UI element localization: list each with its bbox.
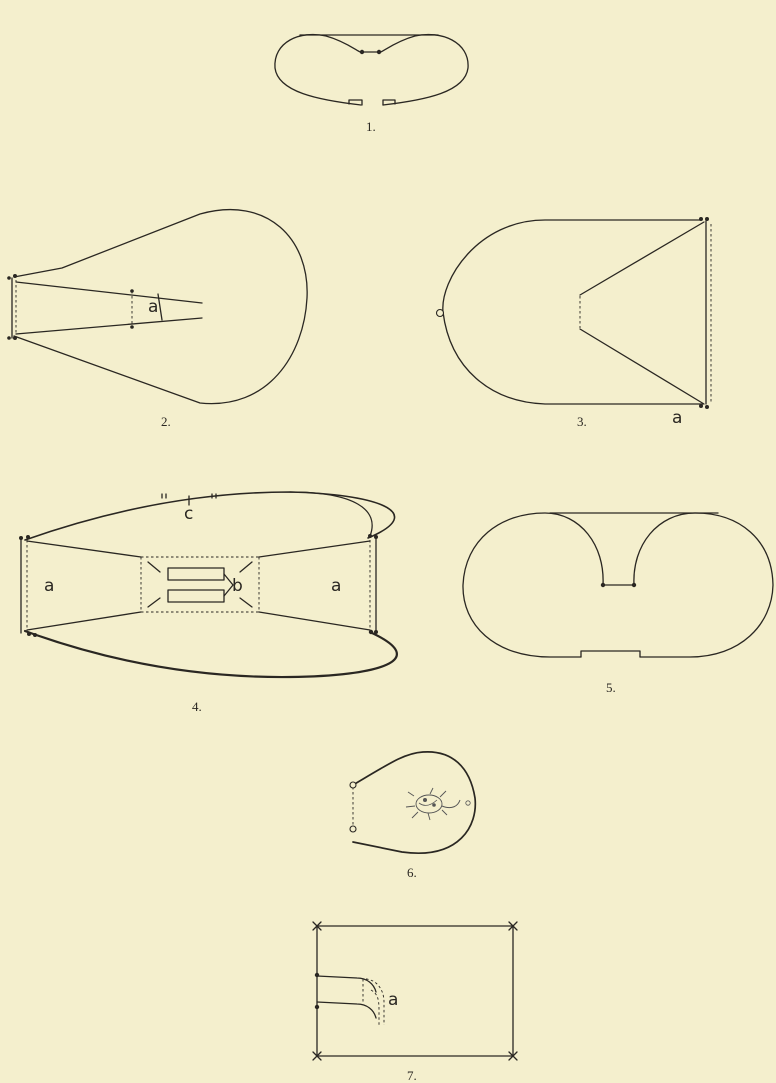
figure-number: 4. (192, 699, 202, 714)
figure-6: 6. (349, 751, 477, 880)
label-a: a (388, 990, 398, 1010)
figure-number: 6. (407, 865, 417, 880)
figure-1: 1. (274, 33, 469, 134)
figure-number: 7. (407, 1068, 417, 1083)
label-a: a (148, 297, 158, 317)
figure-number: 3. (577, 414, 587, 429)
label-a: a (672, 408, 682, 428)
figure-7: a 7. (312, 921, 518, 1083)
figure-number: 2. (161, 414, 171, 429)
label-b: b (232, 576, 243, 596)
figure-2: a 2. (7, 208, 308, 429)
figure-3: 3. a (435, 217, 712, 429)
decorative-emblem (405, 787, 471, 821)
figure-number: 5. (606, 680, 616, 695)
label-c: c (184, 504, 193, 524)
label-a: a (44, 576, 54, 596)
figure-4: a b c a 4. (19, 491, 398, 714)
figure-number: 1. (366, 119, 376, 134)
label-a: a (331, 576, 341, 596)
figure-5: 5. (462, 512, 774, 695)
